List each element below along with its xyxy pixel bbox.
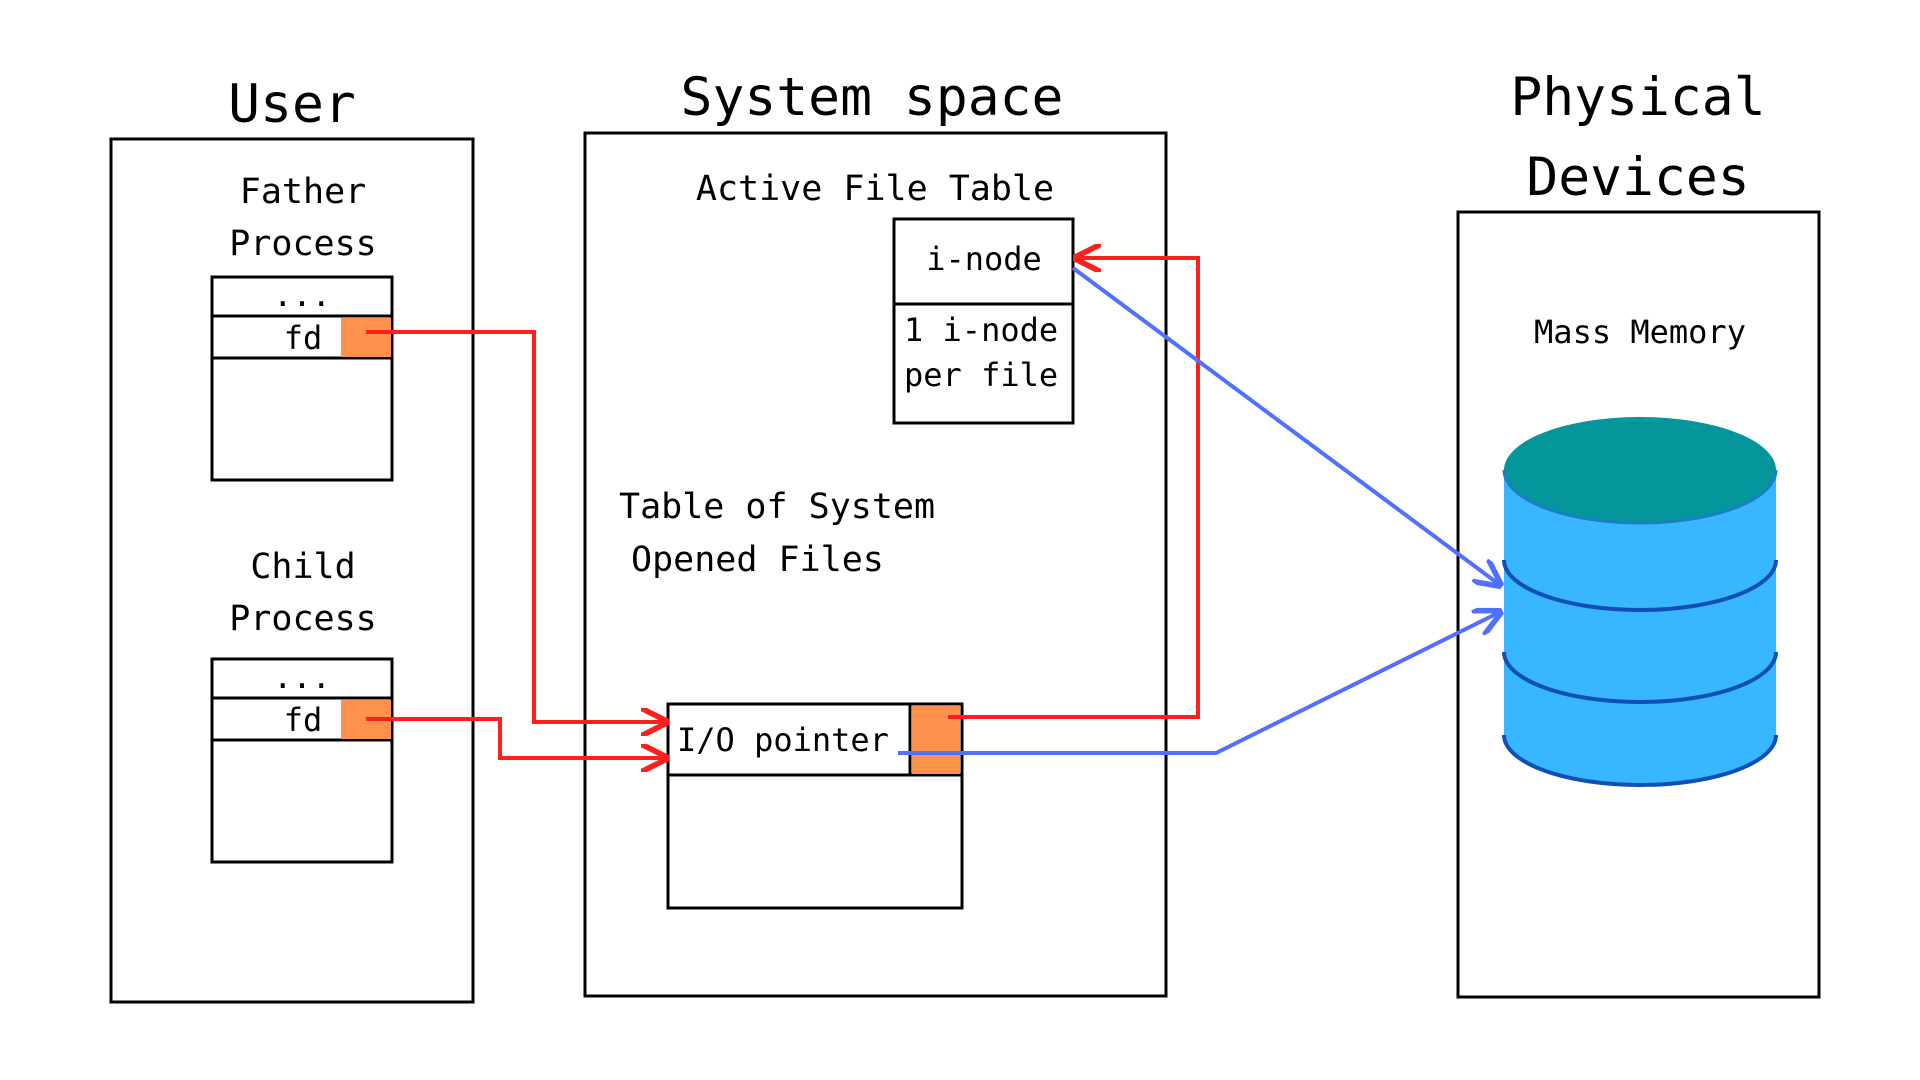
father-process-fd-slot — [341, 318, 391, 357]
inode-note-line2: per file — [904, 356, 1058, 394]
io-pointer-cell: I/O pointer — [677, 721, 889, 759]
child-process-label-line1: Child — [250, 547, 355, 587]
io-pointer-to-mass-memory-link — [898, 612, 1500, 755]
father-process-label-line2: Process — [229, 224, 377, 264]
user-column-frame — [109, 137, 475, 1004]
physical-devices-title-line1: Physical — [1510, 67, 1765, 128]
system-opened-files-title-line1: Table of System — [619, 487, 935, 527]
father-process-fd-table: ... fd — [210, 275, 394, 482]
physical-devices-column-frame — [1456, 210, 1821, 999]
physical-devices-title-line2: Devices — [1526, 147, 1749, 208]
child-process-label-line2: Process — [229, 599, 377, 639]
database-disk-icon — [1502, 417, 1778, 787]
child-process-ellipsis-row: ... — [273, 658, 331, 696]
active-file-table-title: Active File Table — [696, 169, 1054, 209]
system-opened-files-title-line2: Opened Files — [631, 540, 884, 580]
child-process-fd-table: ... fd — [210, 657, 394, 864]
father-fd-to-io-pointer-link — [366, 330, 666, 722]
inode-to-mass-memory-link — [1071, 266, 1500, 585]
child-fd-to-io-pointer-link — [366, 717, 666, 758]
child-process-fd-row: fd — [284, 701, 323, 739]
inode-note-line1: 1 i-node — [904, 311, 1058, 349]
system-space-column-title: System space — [681, 67, 1064, 128]
father-process-fd-row: fd — [284, 319, 323, 357]
father-process-label-line1: Father — [240, 172, 366, 212]
mass-memory-label: Mass Memory — [1534, 313, 1746, 351]
io-pointer-to-inode-link — [948, 258, 1200, 719]
system-space-column-frame — [583, 131, 1168, 998]
system-opened-files-table: I/O pointer — [666, 702, 964, 910]
user-column-title: User — [228, 74, 356, 135]
father-process-ellipsis-row: ... — [273, 276, 331, 314]
inode-cell: i-node — [926, 240, 1042, 278]
active-file-table: i-node 1 i-node per file — [892, 217, 1075, 425]
